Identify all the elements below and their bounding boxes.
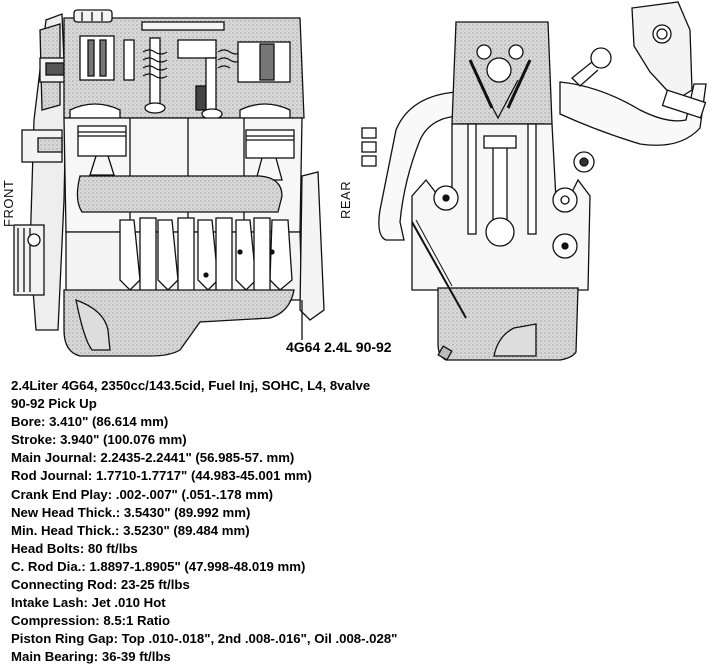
spec-main-bearing-torque: Main Bearing: 36-39 ft/lbs [11, 649, 171, 665]
front-orientation-label: FRONT [1, 179, 16, 227]
spec-new-head-thickness: New Head Thick.: 3.5430" (89.992 mm) [11, 504, 251, 520]
oil-pan-end [437, 287, 579, 361]
rear-orientation-label: REAR [338, 180, 353, 219]
spec-head-bolts: Head Bolts: 80 ft/lbs [11, 540, 138, 556]
spec-intake-lash: Intake Lash: Jet .010 Hot [11, 595, 166, 611]
spark-plug [195, 85, 207, 111]
spec-bore: Bore: 3.410" (86.614 mm) [11, 414, 169, 430]
valve [149, 37, 161, 109]
oil-pan [63, 289, 295, 357]
exhaust-flange [631, 1, 693, 101]
crankshaft-journal [485, 217, 515, 247]
spec-stroke: Stroke: 3.940" (100.076 mm) [11, 432, 187, 448]
spec-engine-description: 2.4Liter 4G64, 2350cc/143.5cid, Fuel Inj… [11, 378, 371, 393]
spec-connecting-rod-torque: Connecting Rod: 23-25 ft/lbs [11, 577, 190, 593]
spec-compression: Compression: 8.5:1 Ratio [11, 613, 171, 629]
piston [77, 125, 127, 157]
piston [245, 129, 295, 159]
spec-crank-end-play: Crank End Play: .002-.007" (.051-.178 mm… [11, 486, 274, 502]
diagram-caption: 4G64 2.4L 90-92 [286, 339, 392, 355]
connecting-rod [492, 139, 508, 227]
end-cutaway-view [361, 1, 707, 361]
dipstick [411, 221, 467, 319]
oil-filler-cap [73, 9, 113, 23]
camshaft [486, 57, 512, 83]
spec-piston-ring-gap: Piston Ring Gap: Top .010-.018", 2nd .00… [11, 631, 398, 647]
side-cutaway-view [13, 9, 325, 357]
flywheel-housing [299, 171, 325, 321]
spec-con-rod-diameter: C. Rod Dia.: 1.8897-1.8905" (47.998-48.0… [11, 558, 306, 574]
intake-manifold [378, 91, 459, 241]
spec-rod-journal: Rod Journal: 1.7710-1.7717" (44.983-45.0… [11, 468, 312, 484]
engine-spec-list: 2.4Liter 4G64, 2350cc/143.5cid, Fuel Inj… [11, 377, 397, 667]
spec-min-head-thickness: Min. Head Thick.: 3.5230" (89.484 mm) [11, 522, 250, 538]
thermostat-housing [590, 47, 612, 69]
spec-application: 90-92 Pick Up [11, 396, 97, 412]
spec-main-journal: Main Journal: 2.2435-2.2441" (56.985-57.… [11, 450, 295, 466]
